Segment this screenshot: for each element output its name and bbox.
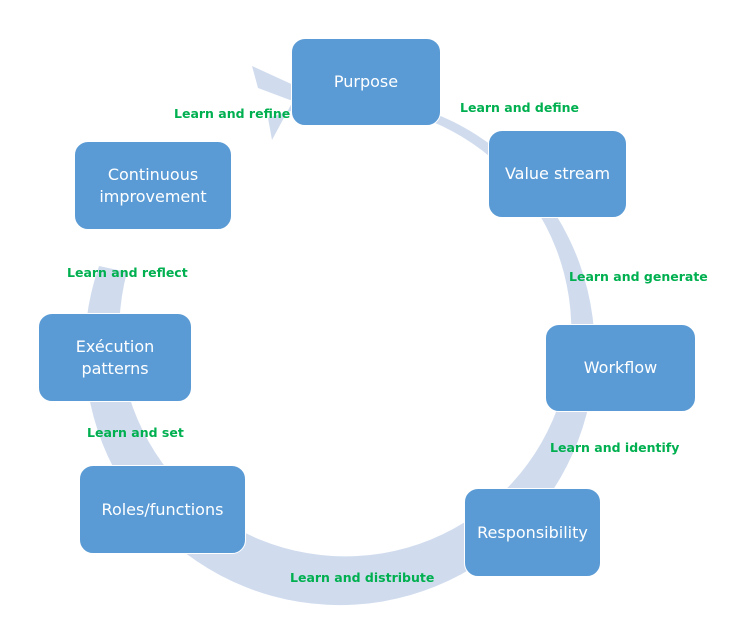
step-roles-functions: Roles/functions (79, 465, 246, 554)
transition-label: Learn and reflect (67, 265, 188, 280)
step-label: Workflow (583, 358, 658, 377)
step-label: Responsibility (477, 522, 588, 542)
step-execution-patterns: Exécution patterns (38, 313, 192, 402)
step-continuous-improvement: Continuous improvement (74, 141, 232, 230)
step-label: Purpose (333, 72, 399, 91)
step-responsibility: Responsibility (464, 488, 601, 577)
transition-label: Learn and distribute (290, 570, 435, 585)
step-label: Exécution patterns (75, 336, 155, 378)
transition-label: Learn and generate (569, 269, 708, 284)
step-label: Roles/functions (101, 499, 224, 519)
step-workflow: Workflow (545, 324, 696, 412)
step-value-stream: Value stream (488, 130, 627, 218)
transition-label: Learn and set (87, 425, 184, 440)
transition-label: Learn and define (460, 100, 579, 115)
transition-label: Learn and identify (550, 440, 680, 455)
step-label: Continuous improvement (99, 164, 207, 206)
step-label: Value stream (504, 164, 611, 183)
step-purpose: Purpose (291, 38, 441, 126)
transition-label: Learn and refine (174, 106, 291, 121)
